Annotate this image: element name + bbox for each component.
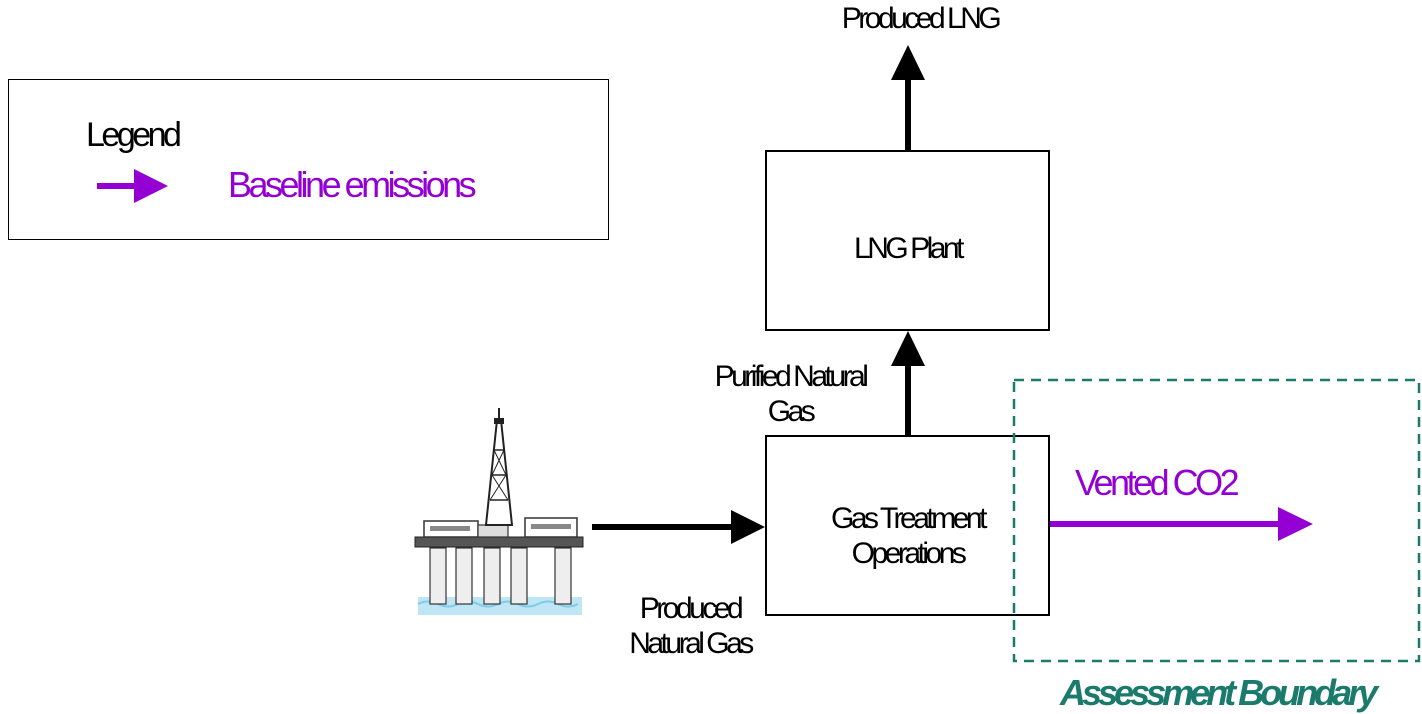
- produced-gas-label-line1: Produced: [639, 592, 744, 625]
- legend-arrow: [97, 169, 168, 203]
- produced-gas-label-line2: Natural Gas: [629, 627, 754, 660]
- gas-treatment-label-line2: Operations: [851, 537, 967, 570]
- offshore-platform-icon: [414, 408, 584, 615]
- arrow-produced-gas: [592, 510, 765, 544]
- lng-plant-label: LNG Plant: [854, 232, 964, 265]
- arrow-to-lng-plant: [891, 331, 925, 435]
- vented-co2-arrow: [1050, 507, 1313, 541]
- legend-box: [8, 79, 609, 240]
- purified-gas-label-line1: Purified Natural: [714, 360, 869, 393]
- produced-lng-label: Produced LNG: [841, 2, 1002, 35]
- assessment-boundary-rect: [1012, 378, 1421, 663]
- assessment-boundary-label: Assessment Boundary: [1060, 672, 1378, 713]
- vented-co2-label: Vented CO2: [1075, 462, 1240, 503]
- gas-treatment-box: [765, 435, 1050, 616]
- lng-plant-box: [765, 150, 1050, 331]
- gas-treatment-label-line1: Gas Treatment: [831, 502, 987, 535]
- purified-gas-label-line2: Gas: [767, 395, 816, 428]
- legend-title: Legend: [86, 116, 182, 154]
- legend-item-label: Baseline emissions: [228, 164, 477, 205]
- arrow-to-produced-lng: [891, 45, 925, 150]
